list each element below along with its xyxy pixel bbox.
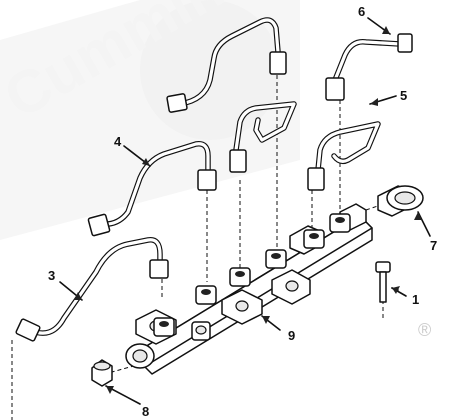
fuel-line-top bbox=[177, 17, 281, 107]
mounting-bolt bbox=[375, 261, 391, 303]
fuel-line-3 bbox=[27, 237, 163, 336]
registered-mark: ® bbox=[418, 320, 431, 340]
callout-2: 2 bbox=[4, 2, 11, 17]
callout-8: 8 bbox=[142, 404, 149, 419]
pressure-sensor bbox=[377, 185, 424, 217]
rail-outlet-fittings bbox=[153, 213, 351, 341]
callout-7: 7 bbox=[430, 238, 437, 253]
watermark-logo: Cummins bbox=[0, 0, 300, 240]
pressure-relief-plug bbox=[91, 359, 113, 387]
callout-4: 4 bbox=[114, 134, 122, 149]
callout-9: 9 bbox=[288, 328, 295, 343]
fuel-line-6 bbox=[332, 39, 403, 83]
callout-labels: 1 9 3 4 5 6 7 8 2 bbox=[4, 2, 437, 419]
line-fitting-nuts bbox=[15, 33, 413, 342]
callout-1: 1 bbox=[412, 292, 419, 307]
fuel-line-4 bbox=[97, 141, 211, 227]
callout-5: 5 bbox=[400, 88, 407, 103]
callout-6: 6 bbox=[358, 4, 365, 19]
fuel-rail bbox=[125, 203, 373, 375]
callout-leaders bbox=[59, 17, 431, 405]
callout-3: 3 bbox=[48, 268, 55, 283]
fuel-line-5 bbox=[233, 101, 381, 173]
